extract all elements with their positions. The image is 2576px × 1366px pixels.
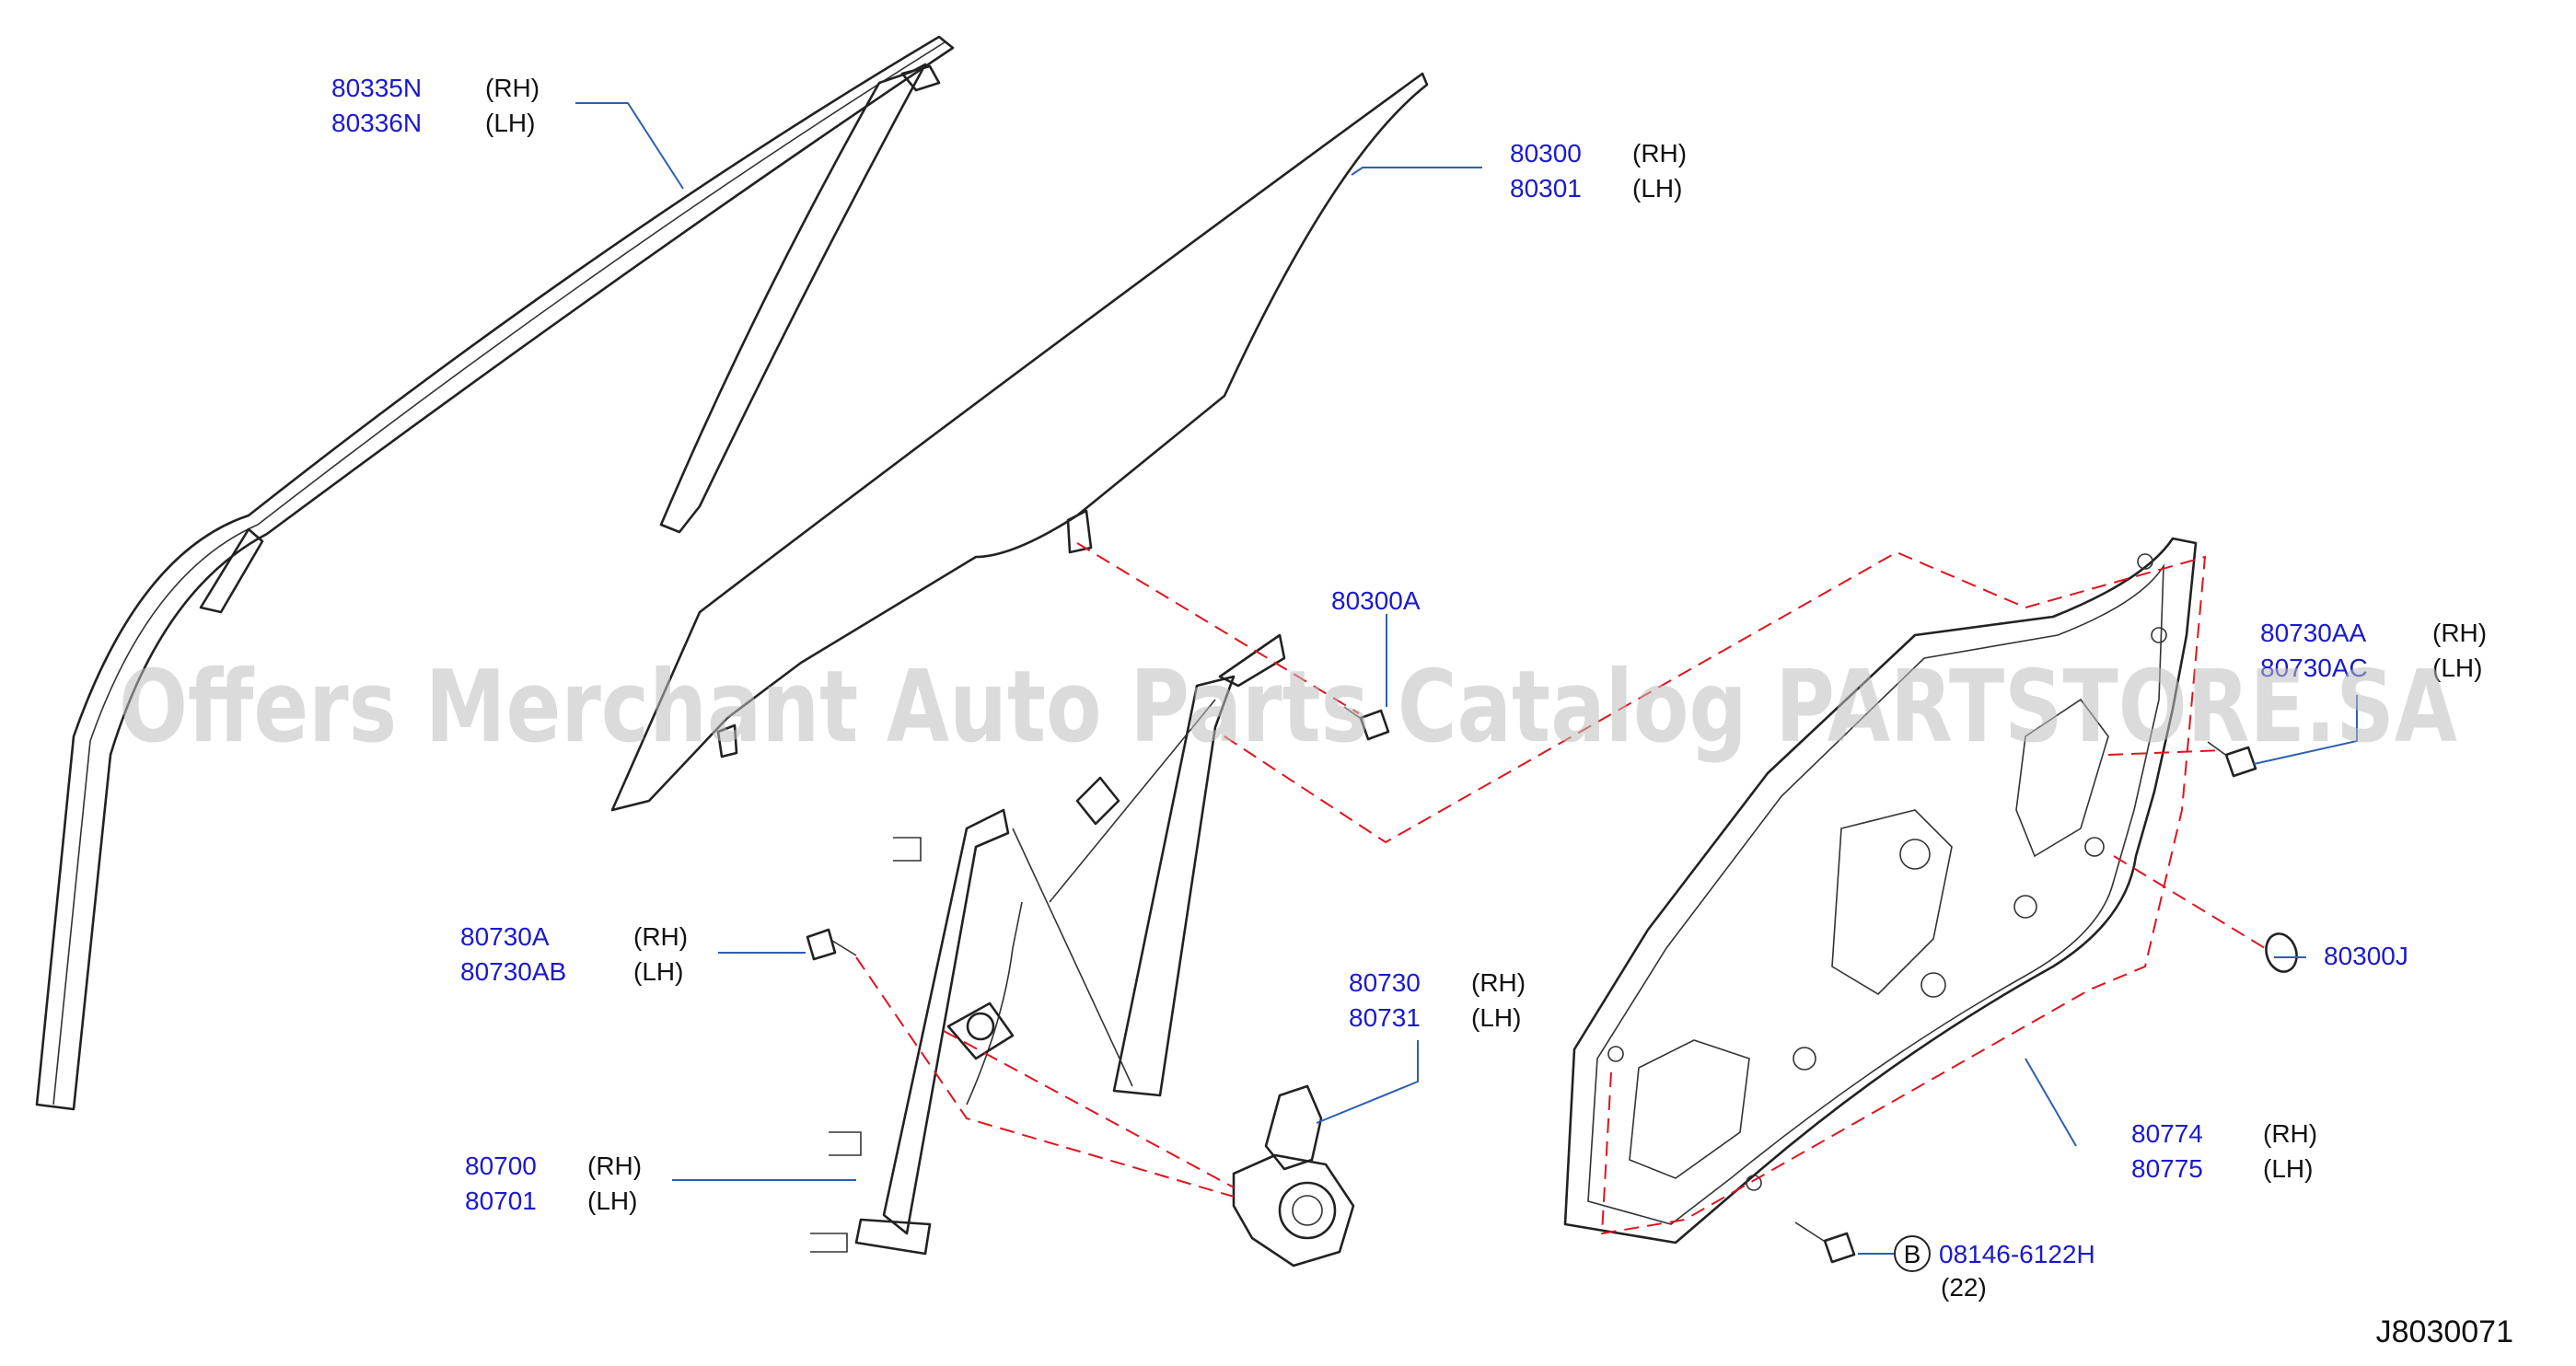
- door-glass-part: [610, 72, 1429, 812]
- window-regulator-part: [810, 633, 1286, 1256]
- side-tag-lh: (LH): [485, 109, 535, 137]
- bolt-b-part: [1794, 1221, 1856, 1264]
- part-number-80700[interactable]: 80700: [465, 1152, 537, 1180]
- part-number-80701[interactable]: 80701: [465, 1187, 537, 1215]
- side-tag-rh: (RH): [587, 1152, 642, 1180]
- door-module-panel-part: [1563, 537, 2198, 1244]
- part-number-80730ac[interactable]: 80730AC: [2260, 654, 2368, 682]
- side-tag-rh: (RH): [1632, 139, 1687, 168]
- callout-motor: 80730 (RH) 80731 (LH): [1349, 968, 1526, 1032]
- part-number-80775[interactable]: 80775: [2131, 1154, 2203, 1183]
- part-number-80301[interactable]: 80301: [1510, 174, 1582, 203]
- callout-plug: 80300J: [2324, 942, 2408, 970]
- diagram-code: J8030071: [2376, 1314, 2513, 1349]
- side-tag-lh: (LH): [2263, 1154, 2313, 1183]
- part-number-80730[interactable]: 80730: [1349, 968, 1421, 997]
- callout-regulator-bolt: 80730A (RH) 80730AB (LH): [460, 922, 688, 986]
- part-number-80730ab[interactable]: 80730AB: [460, 957, 566, 986]
- part-number-08146-6122h[interactable]: 08146-6122H: [1939, 1240, 2095, 1268]
- part-number-80336n[interactable]: 80336N: [331, 109, 422, 137]
- part-number-80300a[interactable]: 80300A: [1331, 586, 1421, 615]
- side-tag-rh: (RH): [633, 922, 688, 951]
- leader-lines: [575, 102, 2358, 1255]
- glass-bolt-part: [1343, 706, 1390, 741]
- side-tag-rh: (RH): [2263, 1119, 2317, 1148]
- callout-bolt-b: B 08146-6122H (22): [1894, 1235, 2095, 1302]
- part-number-80335n[interactable]: 80335N: [331, 74, 422, 102]
- watermark-text: Offers Merchant Auto Parts Catalog PARTS…: [119, 650, 2457, 765]
- reference-dashed-lines: [855, 542, 2266, 1235]
- regulator-bolt-part: [806, 928, 857, 961]
- side-tag-lh: (LH): [2432, 654, 2482, 682]
- reference-badge-circle: [1894, 1235, 1931, 1272]
- panel-bolt-part: [2207, 741, 2257, 778]
- callout-sash: 80335N (RH) 80336N (LH): [331, 74, 540, 137]
- part-number-80300j[interactable]: 80300J: [2324, 942, 2408, 970]
- callout-glass-bolt: 80300A: [1331, 586, 1421, 615]
- side-tag-rh: (RH): [485, 74, 540, 102]
- side-tag-lh: (LH): [1471, 1003, 1521, 1032]
- part-number-80731[interactable]: 80731: [1349, 1003, 1421, 1032]
- plug-part: [2265, 932, 2298, 973]
- regulator-motor-part: [1232, 1084, 1355, 1268]
- part-number-80774[interactable]: 80774: [2131, 1119, 2203, 1148]
- side-tag-lh: (LH): [1632, 174, 1682, 203]
- callout-regulator: 80700 (RH) 80701 (LH): [465, 1152, 642, 1215]
- side-tag-rh: (RH): [1471, 968, 1526, 997]
- reference-badge-b: B: [1904, 1240, 1921, 1268]
- part-number-80730aa[interactable]: 80730AA: [2260, 619, 2367, 647]
- callout-glass: 80300 (RH) 80301 (LH): [1510, 139, 1687, 203]
- door-sash-part: [35, 35, 955, 1111]
- side-tag-lh: (LH): [633, 957, 683, 986]
- side-tag-lh: (LH): [587, 1187, 637, 1215]
- part-number-80300[interactable]: 80300: [1510, 139, 1582, 168]
- side-tag-rh: (RH): [2432, 619, 2487, 647]
- callout-panel-bolt: 80730AA (RH) 80730AC (LH): [2260, 619, 2487, 682]
- callout-module-panel: 80774 (RH) 80775 (LH): [2131, 1119, 2317, 1183]
- quantity-label: (22): [1941, 1273, 1987, 1302]
- part-number-80730a[interactable]: 80730A: [460, 922, 550, 951]
